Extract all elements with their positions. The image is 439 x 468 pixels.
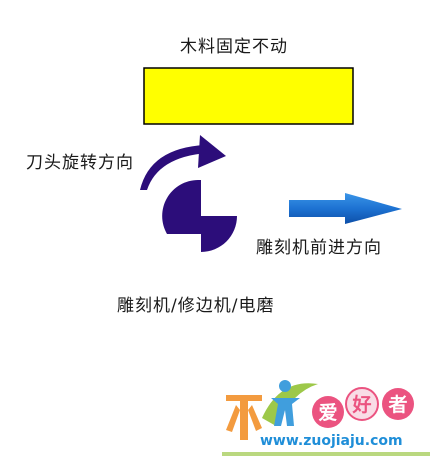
logo-badge-2: [345, 387, 379, 421]
router-direction-label: 雕刻机前进方向: [256, 238, 382, 258]
cutter-rotation-label: 刀头旋转方向: [26, 153, 134, 173]
watermark-url: www.zuojiaju.com: [260, 433, 403, 449]
wood-block: [143, 67, 354, 125]
logo-char-2: 好: [351, 393, 371, 416]
watermark-logo: 爱 好 者: [222, 380, 430, 456]
logo-badge-1: [312, 396, 344, 428]
wood-fixed-label: 木料固定不动: [180, 37, 288, 57]
tool-types-label: 雕刻机/修边机/电磨: [117, 296, 275, 316]
logo-char-1: 爱: [318, 402, 337, 424]
logo-person-head: [279, 380, 291, 392]
cutter-bit: [162, 180, 237, 252]
logo-badge-3: [382, 388, 414, 420]
rotation-arrowhead: [198, 135, 226, 168]
logo-person-body: [271, 398, 300, 426]
logo-wood-glyph: [226, 395, 262, 440]
logo-url-bar: [222, 452, 430, 456]
logo-char-3: 者: [388, 394, 407, 416]
direction-arrow: [289, 193, 402, 224]
